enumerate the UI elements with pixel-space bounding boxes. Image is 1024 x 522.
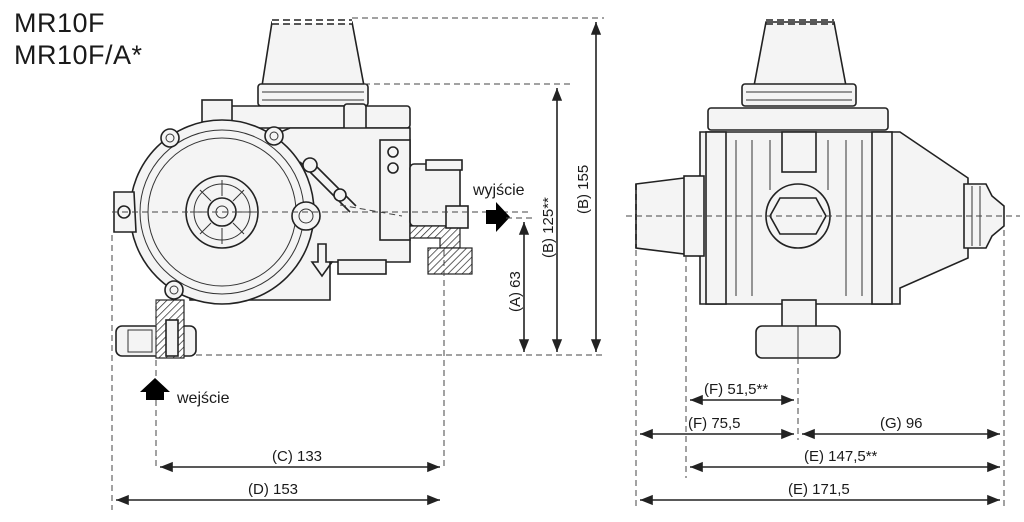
model-title-2: MR10F/A* (14, 40, 143, 70)
dim-f-75: (F) 75,5 (688, 415, 741, 432)
dim-d: (D) 153 (248, 481, 298, 498)
dim-c: (C) 133 (272, 448, 322, 465)
dim-b-125: (B) 125** (540, 197, 557, 258)
dim-g: (G) 96 (880, 415, 923, 432)
dim-e-147: (E) 147,5** (804, 448, 878, 465)
diaphragm-cover (257, 83, 369, 107)
spring-cap (261, 21, 365, 87)
outlet-arrow-icon (486, 202, 510, 232)
front-view (635, 19, 1005, 359)
outlet-label: wyjście (472, 182, 525, 199)
side-view (113, 19, 473, 359)
inlet-label: wejście (176, 390, 230, 407)
vertical-dimensions (196, 17, 604, 356)
dim-f-51: (F) 51,5** (704, 381, 768, 398)
dim-b-155: (B) 155 (575, 165, 592, 214)
dim-a: (A) 63 (507, 271, 524, 312)
model-title-1: MR10F (14, 8, 106, 38)
inlet-arrow-icon (140, 378, 170, 400)
flow-direction-arrow (310, 243, 334, 278)
dim-e-171: (E) 171,5 (788, 481, 850, 498)
